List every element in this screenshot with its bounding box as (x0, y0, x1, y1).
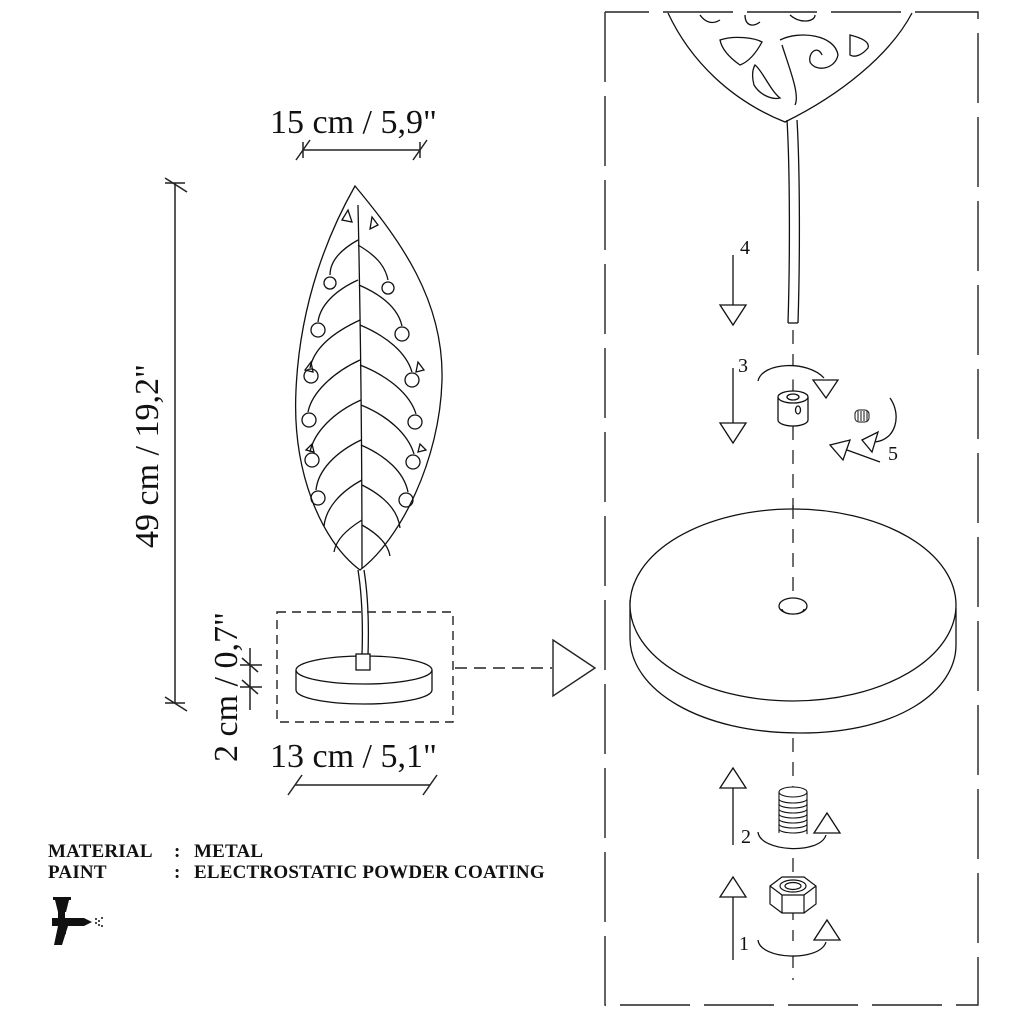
step-2-arrow (718, 766, 842, 850)
spec-material: MATERIAL: METAL (48, 841, 263, 863)
spec-paint: PAINT: ELECTROSTATIC POWDER COATING (48, 862, 545, 884)
threaded-rod (778, 786, 808, 842)
width-base-label: 13 cm / 5,1" (270, 738, 437, 775)
step-3-arrow (718, 364, 840, 445)
step-4-arrow (718, 255, 748, 327)
spec-value: ELECTROSTATIC POWDER COATING (194, 862, 545, 883)
spec-label: MATERIAL (48, 841, 153, 862)
spray-gun-icon (52, 897, 103, 945)
leaf-bottom-detail (667, 12, 913, 123)
connector-sleeve (777, 390, 809, 427)
spec-separator: : (174, 841, 181, 862)
step-4-label: 4 (740, 237, 750, 259)
base-height-dimension (240, 648, 262, 710)
step-5-arrow (828, 397, 897, 463)
set-screw (854, 409, 870, 423)
base-detail-callout-box (276, 611, 454, 723)
step-5-label: 5 (888, 443, 898, 465)
callout-arrow (455, 638, 597, 698)
base-disk (629, 508, 957, 734)
width-dimension-top (295, 139, 428, 161)
step-1-label: 1 (739, 933, 749, 955)
hex-nut (769, 876, 817, 914)
leaf-ornament (294, 184, 443, 571)
spec-value: METAL (194, 841, 264, 862)
base-height-label: 2 cm / 0,7" (208, 612, 245, 762)
assembly-frame (604, 11, 979, 1006)
width-dimension-base (287, 774, 438, 796)
width-top-label: 15 cm / 5,9" (270, 104, 437, 141)
step-1-arrow (718, 875, 842, 960)
height-label: 49 cm / 19,2" (129, 364, 166, 548)
height-dimension (164, 177, 188, 712)
spec-label: PAINT (48, 862, 107, 883)
step-3-label: 3 (738, 355, 748, 377)
step-2-label: 2 (741, 826, 751, 848)
assembly-stem (786, 119, 801, 324)
base-small (295, 653, 433, 705)
spec-separator: : (174, 862, 181, 883)
leaf-stem (357, 569, 370, 656)
